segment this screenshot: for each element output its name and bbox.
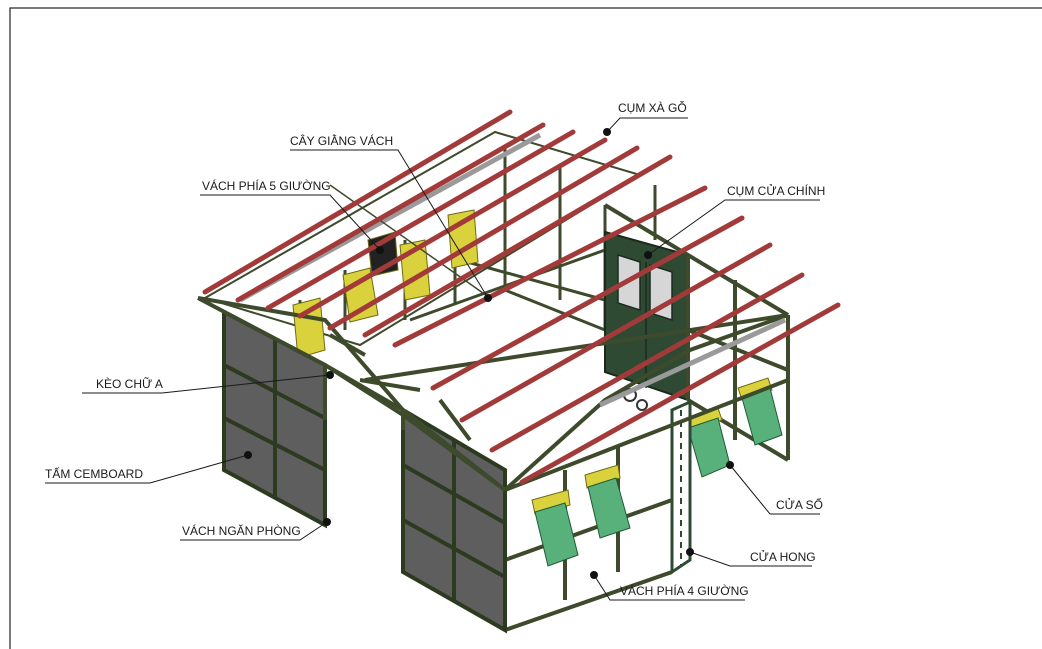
side-door <box>670 399 692 575</box>
roof-trusses <box>197 296 789 492</box>
front-gable-wall <box>401 406 507 634</box>
label-cum-cua-chinh: CỤM CỬA CHÍNH <box>727 183 825 198</box>
callout-dots <box>244 128 734 579</box>
label-cua-hong: CỬA HONG <box>750 549 816 564</box>
drawing-border <box>9 7 1042 649</box>
label-cua-so: CỬA SỔ <box>776 497 823 512</box>
label-keo-chu-a: KÈO CHỮ A <box>96 376 163 391</box>
label-vach-ngan-phong: VÁCH NGĂN PHÒNG <box>182 523 301 538</box>
house-structure <box>197 109 841 634</box>
roof-purlins <box>202 109 841 485</box>
label-tam-cemboard: TẤM CEMBOARD <box>45 466 143 481</box>
label-cay-giang-vach: CÂY GIẰNG VÁCH <box>290 133 393 148</box>
side-windows-right <box>684 377 783 478</box>
label-vach-phia-5-giuong: VÁCH PHÍA 5 GIƯỜNG <box>202 178 331 193</box>
callouts <box>45 117 820 601</box>
label-vach-phia-4-giuong: VÁCH PHÍA 4 GIƯỜNG <box>620 583 749 598</box>
front-wall-windows <box>531 464 631 567</box>
label-cum-xa-go: CỤM XÀ GỖ <box>618 100 687 115</box>
